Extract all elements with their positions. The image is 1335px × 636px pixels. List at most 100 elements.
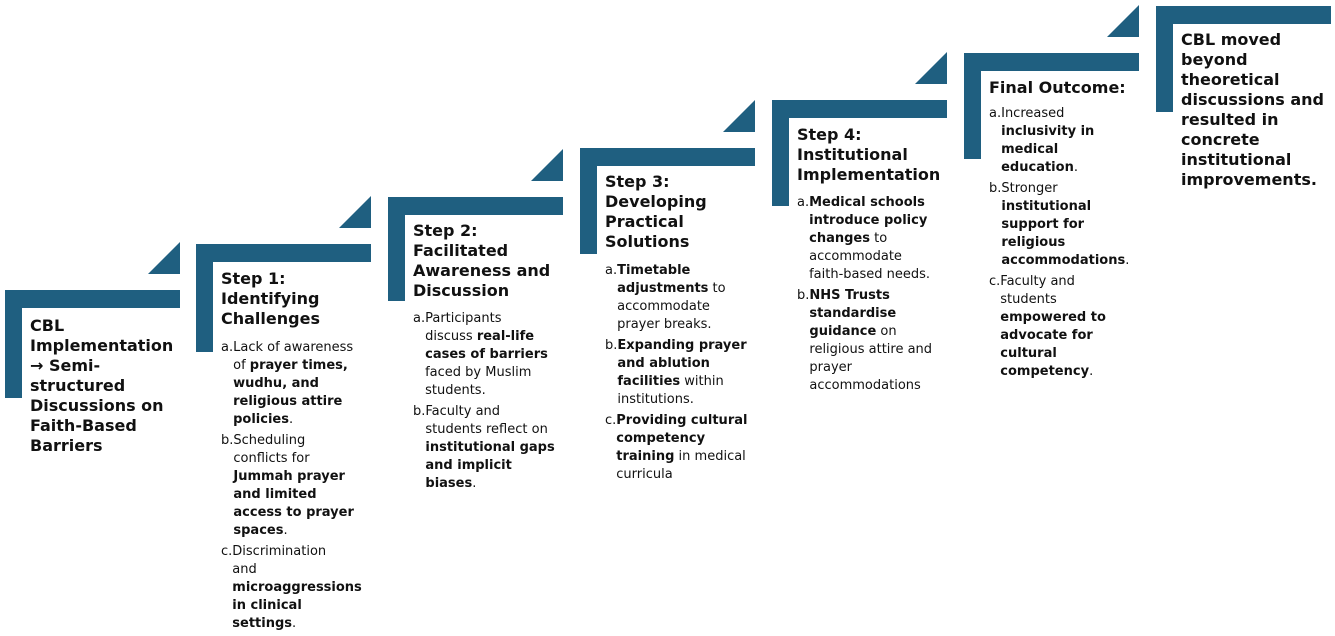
heading-line: structured [30,376,126,395]
bold-text: competency [1000,364,1090,379]
list-item-line: institutional gaps [425,439,583,457]
text: Lack of awareness [233,340,354,355]
text: . [1073,160,1078,175]
list-item-line: and limited [233,486,386,504]
list-item-line: microaggressions [232,579,386,597]
list-item-line: Timetable [617,262,765,280]
text: Stronger [1001,181,1058,196]
step-arrow-triangle [531,149,563,181]
list-item-line: NHS Trusts [809,287,957,305]
step-bracket-top [580,148,755,166]
list-item-line: in clinical [232,597,386,615]
text: . [283,523,288,538]
list-item-line: facilities within [617,373,765,391]
bold-text: real-life [476,329,535,344]
bold-text: Expanding prayer [617,338,747,353]
list-item-line: Expanding prayer [617,337,765,355]
bold-text: inclusivity in [1001,124,1095,139]
step-bracket-side [5,290,22,398]
heading-line: Step 3: [605,172,670,191]
list-item-line: discuss real-life [425,328,583,346]
bold-text: facilities [617,374,681,389]
list-item-line: support for [1001,216,1139,234]
step-bracket-top [1156,6,1331,24]
list-item-line: students [1000,291,1139,309]
list-item-label: a. [989,106,1002,121]
bold-text: settings [232,616,293,631]
list-item-line: access to prayer [233,504,386,522]
text: Scheduling [233,433,306,448]
heading-line: CBL moved [1181,30,1282,49]
heading-line: Facilitated [413,241,509,260]
list-item-line: Lack of awareness [233,339,386,357]
heading-line: discussions and [1181,90,1324,109]
heading-line: Awareness and [413,261,551,280]
heading-line: Identifying [221,289,320,308]
bold-text: spaces [233,523,284,538]
step-arrow-triangle [148,242,180,274]
list-item-line: cases of barriers [425,346,583,364]
bold-text: microaggressions [232,580,362,595]
list-item-line: accommodate [617,298,765,316]
list-item-label: b. [605,338,618,353]
heading-line: Implementation [797,165,941,184]
text: accommodations [809,378,921,393]
step-bracket-top [5,290,180,308]
heading-line: concrete [1181,130,1260,149]
text: prayer breaks. [617,317,712,332]
text: curricula [616,467,673,482]
list-item-label: a. [221,340,234,355]
heading-line: Final Outcome: [989,78,1126,97]
heading-line: Step 4: [797,125,862,144]
stage-heading-step-4: Step 4: Institutional Implementation [797,125,957,185]
list-item-line: introduce policy [809,212,957,230]
step-bracket-side [772,100,789,206]
list-item-line: inclusivity in [1001,123,1139,141]
heading-line: theoretical [1181,70,1280,89]
text: accommodate [809,249,902,264]
bold-text: support for [1001,217,1085,232]
step-bracket-side [1156,6,1173,112]
list-item-line: prayer [809,359,957,377]
text: discuss [425,329,477,344]
list-item-line: policies. [233,411,386,429]
heading-line: Step 1: [221,269,286,288]
list-item-line: Participants [425,310,583,328]
list-item-line: Faculty and [425,403,583,421]
heading-line: institutional [1181,150,1292,169]
list-item-line: institutional [1001,198,1139,216]
step-arrow-triangle [915,52,947,84]
list-item-line: students. [425,382,583,400]
list-item-line: biases. [425,475,583,493]
list-item-line: competency. [1000,363,1139,381]
list-item-line: adjustments to [617,280,765,298]
list-item-label: b. [221,433,234,448]
bold-text: religious attire [233,394,343,409]
text: and [232,562,257,577]
bold-text: introduce policy [809,213,928,228]
bold-text: guidance [809,324,877,339]
list-item-line: wudhu, and [233,375,386,393]
heading-line: Solutions [605,232,690,251]
text: students [1000,292,1057,307]
step-bracket-top [772,100,947,118]
step-arrow-triangle [1107,5,1139,37]
bold-text: and limited [233,487,317,502]
list-item-label: a. [413,311,426,326]
heading-line: → Semi- [30,356,101,375]
bold-text: education [1001,160,1074,175]
list-item-line: Discrimination [232,543,386,561]
list-item-line: standardise [809,305,957,323]
